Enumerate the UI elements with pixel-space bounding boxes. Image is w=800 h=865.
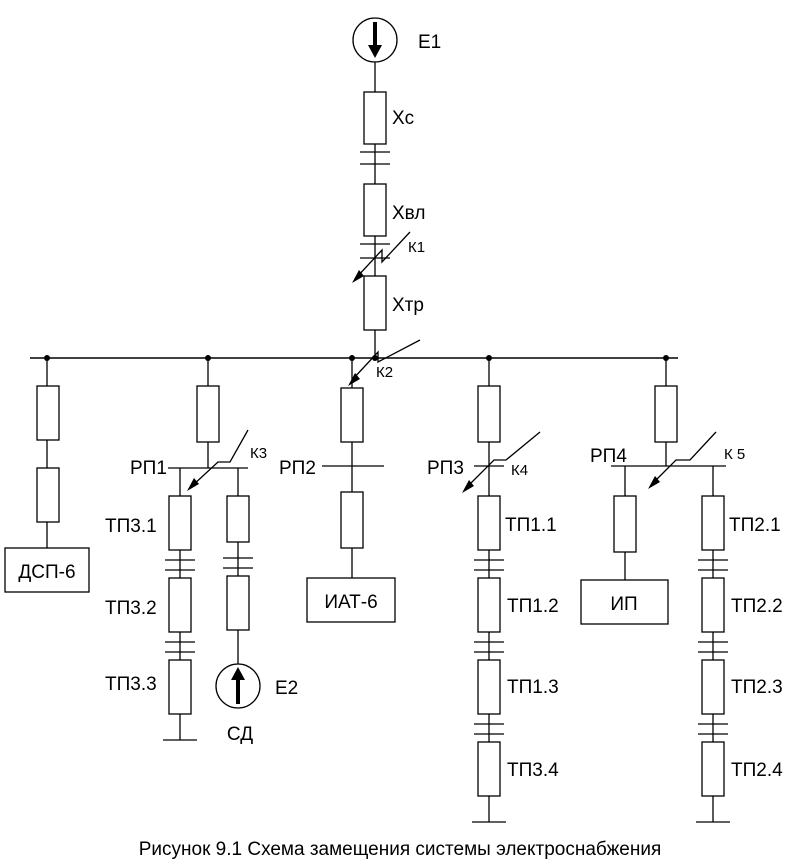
branch-rp3 [472,358,506,823]
label-xvl: Xвл [392,203,425,224]
label-k3: К3 [250,445,267,462]
label-e1: E1 [418,32,441,53]
label-tp22: ТП2.2 [731,596,783,617]
label-xtr: Xтр [392,295,424,316]
fault-marker-k1 [352,231,411,283]
branch-rp1 [163,358,253,741]
label-k5: К 5 [724,446,745,463]
label-e2: E2 [275,678,298,699]
figure-caption: Рисунок 9.1 Схема замещения системы элек… [139,839,662,860]
fault-marker-k5 [648,431,717,489]
resistor-xtr [363,275,387,331]
label-tp34: ТП3.4 [507,760,559,781]
label-tp32: ТП3.2 [105,598,157,619]
label-rp4: РП4 [590,446,627,467]
main-feeder [360,62,390,358]
label-ip: ИП [610,594,637,615]
label-tp11: ТП1.1 [505,515,557,536]
fault-marker-k3 [187,429,249,491]
label-tp13: ТП1.3 [507,677,559,698]
resistor-xc [363,91,387,145]
label-tp23: ТП2.3 [731,677,783,698]
branch-rp4 [580,358,730,823]
label-k1: К1 [408,239,425,256]
label-rp1: РП1 [130,458,167,479]
label-tp12: ТП1.2 [507,596,559,617]
branch-rp2 [306,358,396,623]
source-e2 [215,663,261,709]
label-iat6: ИАТ-6 [324,592,377,613]
label-rp2: РП2 [279,458,316,479]
fault-marker-k2 [348,339,421,386]
label-sd: СД [227,724,253,745]
label-rp3: РП3 [427,458,464,479]
label-tp24: ТП2.4 [731,760,783,781]
source-e1 [352,17,398,63]
fault-marker-k4 [462,431,541,493]
label-tp21: ТП2.1 [729,515,781,536]
label-tp33: ТП3.3 [105,674,157,695]
label-xc: Xc [392,108,414,129]
label-dsp6: ДСП-6 [18,562,75,583]
label-tp31: ТП3.1 [105,516,157,537]
resistor-xvl [363,183,387,237]
label-k2: К2 [376,364,393,381]
label-k4: К4 [511,462,528,479]
branch-dsp6 [4,358,90,593]
